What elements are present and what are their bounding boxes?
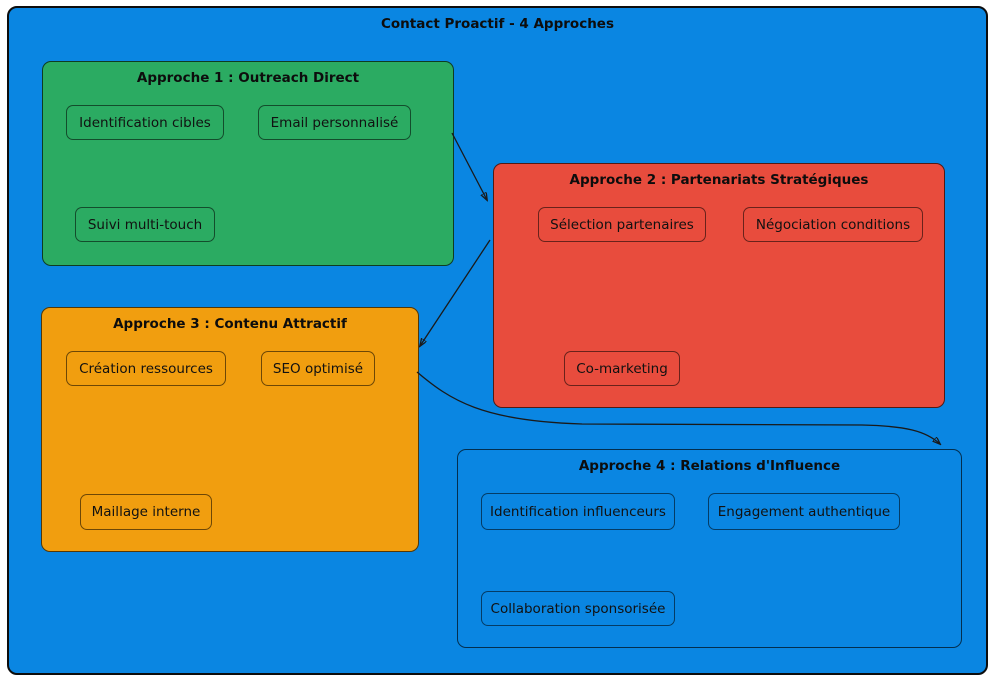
- group-3-title: Approche 3 : Contenu Attractif: [113, 316, 347, 332]
- node-maillage-interne: Maillage interne: [80, 494, 212, 530]
- group-4-title: Approche 4 : Relations d'Influence: [578, 458, 841, 474]
- node-suivi-multi-touch: Suivi multi-touch: [75, 207, 215, 242]
- node-collaboration-sponsorisee: Collaboration sponsorisée: [481, 591, 675, 626]
- group-1-title: Approche 1 : Outreach Direct: [136, 70, 360, 86]
- contact-proactif-container: Contact Proactif - 4 Approches Approche …: [7, 6, 988, 675]
- node-engagement-authentique: Engagement authentique: [708, 493, 900, 530]
- group-2-title: Approche 2 : Partenariats Stratégiques: [569, 172, 869, 188]
- node-seo-optimise: SEO optimisé: [261, 351, 375, 386]
- node-negociation-conditions: Négociation conditions: [743, 207, 923, 242]
- group-approche-4-relations-influence: Approche 4 : Relations d'Influence Ident…: [457, 449, 962, 648]
- node-selection-partenaires: Sélection partenaires: [538, 207, 706, 242]
- node-identification-cibles: Identification cibles: [66, 105, 224, 140]
- group-approche-3-contenu-attractif: Approche 3 : Contenu Attractif Création …: [41, 307, 419, 552]
- node-identification-influenceurs: Identification influenceurs: [481, 493, 675, 530]
- group-approche-2-partenariats-strategiques: Approche 2 : Partenariats Stratégiques S…: [493, 163, 945, 408]
- node-co-marketing: Co-marketing: [564, 351, 680, 386]
- diagram-title: Contact Proactif - 4 Approches: [380, 16, 614, 32]
- group-approche-1-outreach-direct: Approche 1 : Outreach Direct Identificat…: [42, 61, 454, 266]
- node-creation-ressources: Création ressources: [66, 351, 226, 386]
- node-email-personnalise: Email personnalisé: [258, 105, 411, 140]
